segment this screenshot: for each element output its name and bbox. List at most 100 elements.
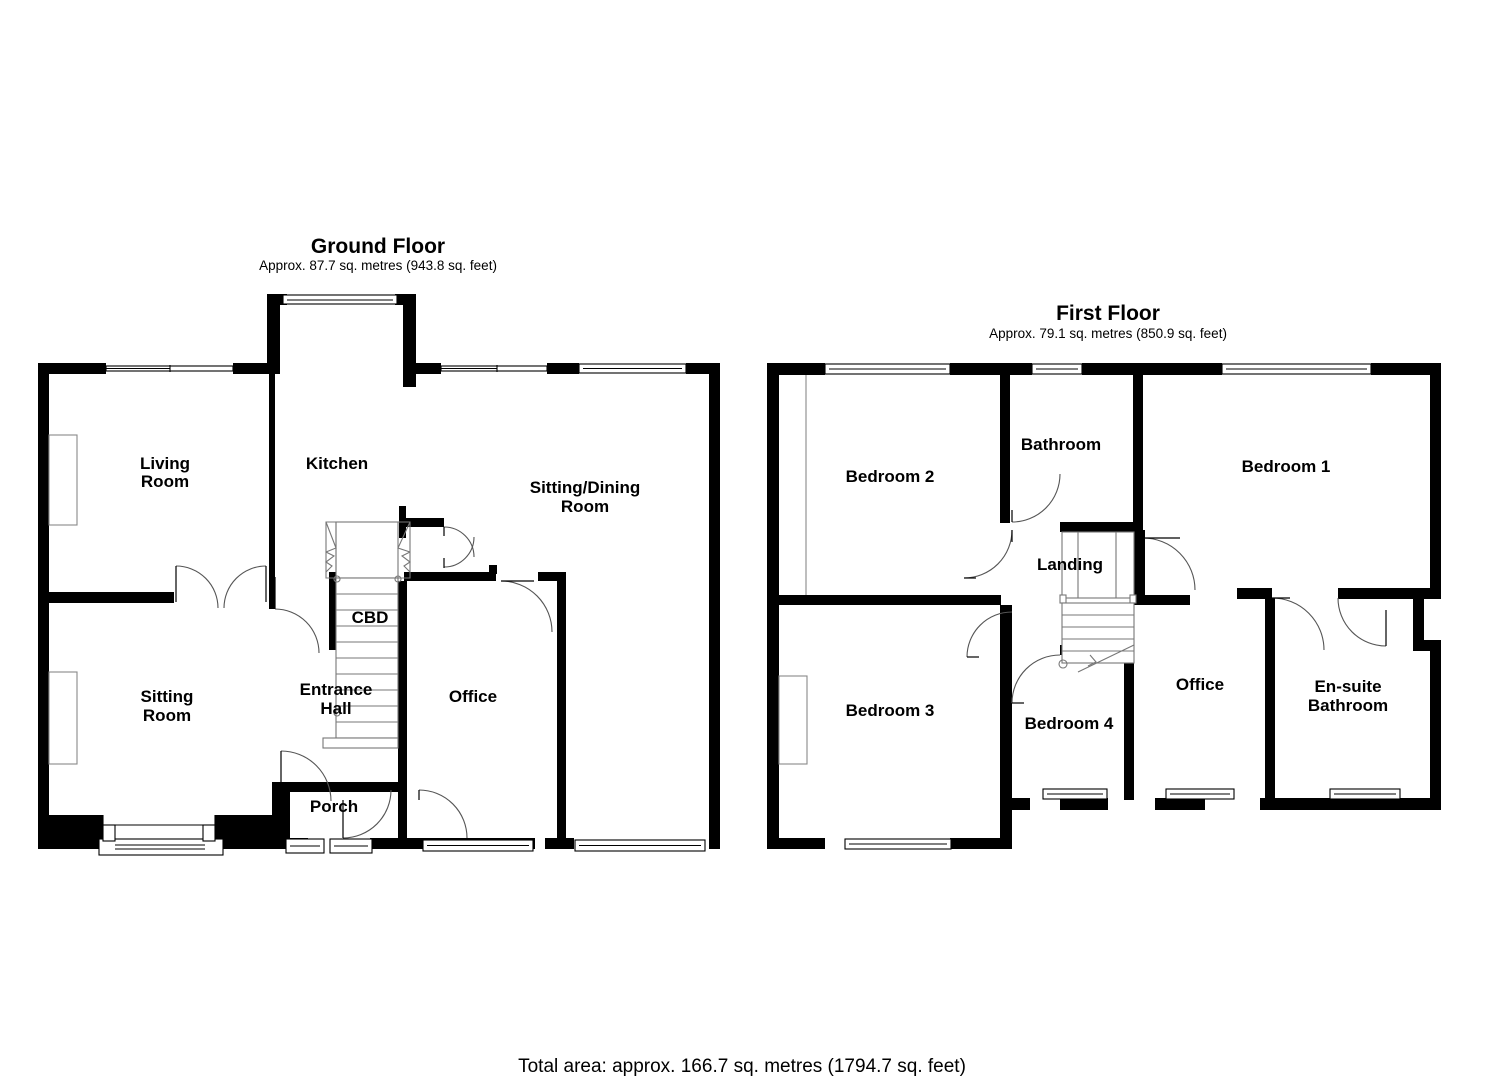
first-exterior-wall-right-notch-side bbox=[1413, 588, 1424, 648]
ground-window-sittingdining-top2 bbox=[578, 363, 687, 374]
ground-door-porch-side bbox=[418, 789, 468, 839]
first-wall-bedroom1-bottom-b bbox=[1338, 588, 1418, 599]
ground-interior-wall-living-sitting bbox=[49, 592, 169, 603]
first-door-bedroom1 bbox=[1271, 597, 1325, 651]
ground-interior-wall-living-kitchen-b bbox=[269, 579, 275, 609]
first-floor-plan: Bedroom 2 Bathroom Bedroom 1 Landing Bed… bbox=[767, 363, 1441, 850]
ground-wall-porch-corner bbox=[404, 838, 422, 849]
ground-room-labels: Living Room Kitchen Sitting/Dining Room … bbox=[140, 454, 640, 816]
first-window-ensuite-bottom bbox=[1329, 788, 1401, 800]
label-ensuite-line2: Bathroom bbox=[1308, 696, 1388, 715]
ground-exterior-wall-top-left2 bbox=[233, 363, 273, 374]
first-door-bedroom2 bbox=[963, 529, 1013, 579]
ground-door-sitting-hall bbox=[274, 577, 320, 654]
first-exterior-wall-bottom-left2 bbox=[950, 838, 1012, 849]
label-landing: Landing bbox=[1037, 555, 1103, 574]
label-ensuite-line1: En-suite bbox=[1314, 677, 1381, 696]
ground-fireplace-living-room bbox=[48, 434, 78, 526]
label-cbd: CBD bbox=[352, 608, 389, 627]
ground-floor-plan: Living Room Kitchen Sitting/Dining Room … bbox=[38, 294, 720, 856]
label-bedroom-4: Bedroom 4 bbox=[1025, 714, 1114, 733]
ground-exterior-wall-right bbox=[709, 363, 720, 849]
first-exterior-wall-bottom-right2 bbox=[1155, 798, 1205, 810]
ground-kitchen-bumpout-left-wall bbox=[267, 294, 280, 374]
label-office-ground: Office bbox=[449, 687, 497, 706]
first-exterior-wall-left bbox=[767, 363, 779, 849]
ground-exterior-wall-porch-left bbox=[272, 790, 290, 849]
ground-wall-porch-top bbox=[272, 782, 352, 792]
first-wall-bedroom4-office bbox=[1124, 650, 1134, 800]
ground-door-porch-front bbox=[342, 789, 392, 839]
first-alcove-bedroom3 bbox=[778, 675, 808, 765]
ground-wall-junction-top bbox=[267, 363, 278, 374]
ground-exterior-wall-top-left bbox=[38, 363, 106, 374]
first-wall-bathroom-bedroom1 bbox=[1133, 375, 1143, 530]
first-wall-landing-right bbox=[1133, 530, 1145, 603]
first-door-bathroom bbox=[1011, 473, 1061, 523]
label-bathroom: Bathroom bbox=[1021, 435, 1101, 454]
label-entrance-hall-line1: Entrance bbox=[300, 680, 373, 699]
ground-kitchen-bumpout-top-left bbox=[267, 294, 287, 305]
label-porch: Porch bbox=[310, 797, 358, 816]
first-window-office-bottom bbox=[1165, 788, 1235, 800]
label-bedroom-3: Bedroom 3 bbox=[846, 701, 935, 720]
ground-door-kitchen-sittingdining bbox=[443, 526, 497, 574]
label-sitting-room-line1: Sitting bbox=[141, 687, 194, 706]
first-door-ensuite bbox=[1337, 597, 1387, 647]
ground-wall-office-left bbox=[398, 581, 407, 839]
first-window-bedroom2-top bbox=[824, 363, 951, 375]
first-exterior-wall-right-notch-top bbox=[1413, 588, 1441, 599]
ground-wall-porch-bottom-right bbox=[370, 838, 415, 849]
total-area-text: Total area: approx. 166.7 sq. metres (17… bbox=[518, 1056, 966, 1077]
label-entrance-hall-line2: Hall bbox=[320, 699, 351, 718]
first-exterior-wall-right-lower bbox=[1430, 640, 1441, 810]
first-window-bedroom3-bottom bbox=[844, 838, 952, 850]
first-staircase bbox=[1058, 531, 1137, 673]
first-door-bedroom3 bbox=[966, 611, 1013, 658]
ground-wall-kitchen-stub-horizontal bbox=[399, 518, 444, 527]
ground-exterior-wall-bottom-mid3 bbox=[556, 838, 574, 849]
first-window-bedroom1-top bbox=[1221, 363, 1372, 375]
ground-exterior-wall-bottom-left bbox=[38, 815, 103, 849]
ground-door-living-sitting bbox=[166, 565, 267, 609]
ground-window-office-bottom bbox=[422, 839, 534, 852]
label-sitting-dining-line1: Sitting/Dining bbox=[530, 478, 640, 497]
first-exterior-wall-step-vertical bbox=[1000, 798, 1012, 849]
first-wall-landing-top bbox=[1060, 522, 1133, 532]
ground-wall-top-kitchen-right bbox=[403, 363, 441, 374]
first-exterior-wall-top-a bbox=[767, 363, 825, 375]
first-wall-bedroom2-bedroom3 bbox=[779, 595, 1001, 605]
first-door-bedroom4 bbox=[1011, 654, 1061, 704]
first-floor-subtitle: Approx. 79.1 sq. metres (850.9 sq. feet) bbox=[989, 326, 1227, 341]
first-exterior-wall-bottom-mid bbox=[1060, 798, 1108, 810]
first-exterior-wall-right-upper bbox=[1430, 363, 1441, 595]
ground-window-kitchen-top bbox=[282, 294, 398, 305]
first-wall-bedroom1-bottom-a bbox=[1237, 588, 1272, 599]
ground-fireplace-sitting-room bbox=[48, 671, 78, 765]
ground-door-office bbox=[500, 580, 553, 633]
ground-interior-wall-living-kitchen bbox=[269, 374, 275, 579]
ground-wall-porch-top2 bbox=[352, 782, 407, 792]
ground-floor-subtitle: Approx. 87.7 sq. metres (943.8 sq. feet) bbox=[259, 258, 497, 273]
ground-bay-window-sitting-room bbox=[98, 815, 224, 856]
first-room-labels: Bedroom 2 Bathroom Bedroom 1 Landing Bed… bbox=[846, 435, 1389, 733]
first-wall-bedroom3-right bbox=[1000, 605, 1012, 800]
first-wall-office-ensuite bbox=[1265, 598, 1275, 798]
ground-window-sittingdining-bottom bbox=[574, 839, 706, 852]
first-exterior-wall-top-c bbox=[1082, 363, 1222, 375]
first-door-office-first bbox=[1142, 537, 1196, 591]
ground-floor-title: Ground Floor bbox=[311, 235, 445, 258]
first-window-bathroom-top bbox=[1031, 363, 1083, 375]
label-sitting-room-line2: Room bbox=[143, 706, 191, 725]
label-living-room-line2: Room bbox=[141, 472, 189, 491]
first-window-bedroom4-bottom bbox=[1042, 788, 1108, 800]
label-sitting-dining-line2: Room bbox=[561, 497, 609, 516]
first-wall-bedroom2-bathroom bbox=[1000, 375, 1010, 523]
first-exterior-wall-top-d bbox=[1371, 363, 1441, 375]
ground-window-living-top bbox=[105, 365, 234, 372]
label-kitchen: Kitchen bbox=[306, 454, 368, 473]
ground-door-porch-inner bbox=[280, 750, 332, 802]
ground-wall-sittingdining-left-top bbox=[538, 572, 566, 581]
